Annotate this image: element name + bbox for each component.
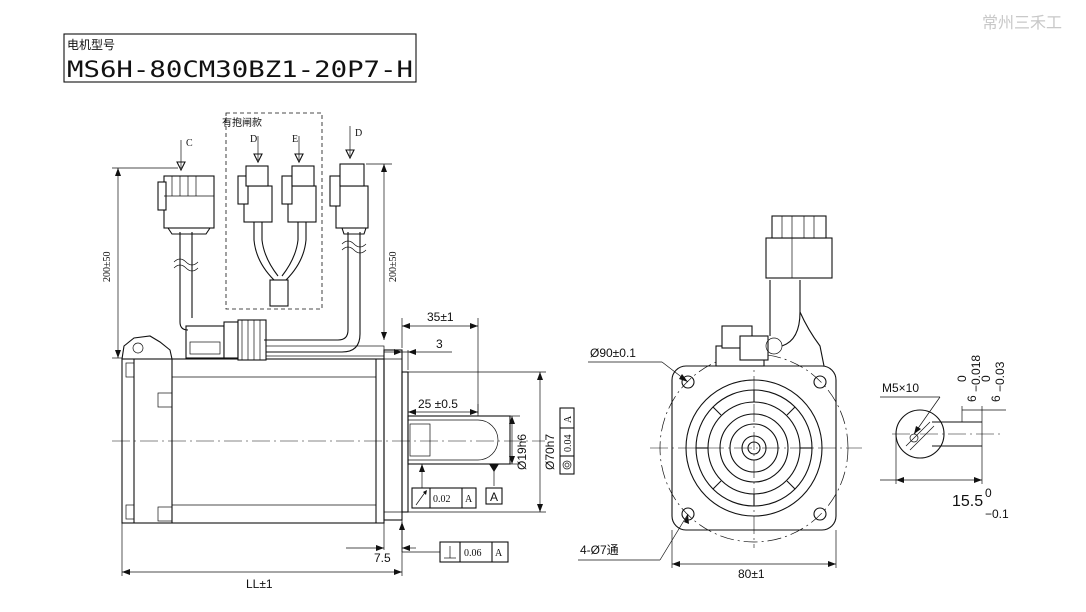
tol-concentricity-value: 0.04 (563, 435, 574, 453)
dim-cable-length-right (366, 163, 392, 340)
tol-runout-value: 0.02 (433, 494, 451, 505)
brake-connectors-drawing (237, 136, 317, 307)
dim-cable-length-left (112, 167, 178, 359)
dim-square-text: 80±1 (738, 567, 765, 581)
watermark-text: 常州三禾工 (982, 13, 1062, 32)
connector-c-drawing (157, 140, 215, 235)
dim-length-text: LL±1 (246, 577, 273, 591)
dim-key-width (961, 406, 1006, 446)
tol-concentricity-datum: A (563, 415, 574, 423)
tol-perpendicularity-frame (399, 522, 509, 563)
key-seat-tol-lower: −0.03 (993, 361, 1007, 392)
dim-holes-text: 4-Ø7通 (580, 543, 619, 557)
dim-spigot-diameter (408, 371, 546, 513)
dim-flange-to-shaft-text: 35±1 (427, 310, 454, 324)
dim-holes-leader (578, 513, 689, 561)
dim-flange-thickness-text: 7.5 (374, 551, 391, 565)
key-depth-base: 15.5 (952, 493, 983, 510)
datum-a-label: A (490, 490, 498, 504)
dim-spigot-length (384, 349, 452, 370)
front-view: Ø90±0.1 4-Ø7通 80±1 (578, 215, 862, 581)
dim-pcd-leader (588, 361, 689, 383)
cable-length-left-text: 200±50 (102, 252, 113, 283)
model-label: 电机型号 (67, 38, 115, 52)
key-seat-base: 6 (989, 395, 1003, 402)
key-width-tol-lower: −0.018 (969, 355, 983, 392)
dim-key-depth (880, 434, 983, 484)
dim-thread-leader (880, 396, 941, 435)
connector-d-label: D (355, 128, 362, 139)
connector-c-label: C (186, 138, 193, 149)
key-depth-tol-lower: −0.1 (985, 507, 1009, 521)
dim-flange-thickness (346, 522, 416, 551)
model-title-block: 电机型号 MS6H-80CM30BZ1-20P7-H (63, 33, 417, 83)
dim-key-length-text: 25 ±0.5 (418, 397, 458, 411)
key-width-base: 6 (965, 395, 979, 402)
tol-concentricity-frame (559, 407, 575, 475)
connector-d-drawing (329, 126, 369, 235)
dim-flange-to-shaft (401, 318, 479, 414)
datum-a-marker (485, 464, 503, 505)
key-width-tol-upper: 0 (955, 375, 969, 382)
cable-length-right-text: 200±50 (388, 252, 399, 283)
dim-shaft-diameter-text: Ø19h6 (515, 434, 529, 470)
key-seat-tol-upper: 0 (979, 375, 993, 382)
tol-perp-value: 0.06 (464, 548, 482, 559)
tol-perp-datum: A (495, 548, 503, 559)
dim-spigot-diameter-text: Ø70h7 (543, 434, 557, 470)
dim-key-length (407, 404, 479, 416)
connector-e-brake-label: E (292, 134, 298, 145)
dim-spigot-text: 3 (436, 337, 443, 351)
dim-total-length (121, 520, 403, 576)
dim-thread-text: M5×10 (882, 381, 919, 395)
dim-square (671, 530, 837, 568)
model-code: MS6H-80CM30BZ1-20P7-H (67, 58, 413, 83)
brake-group-label: 有抱闸款 (222, 116, 262, 129)
key-depth-tol-upper: 0 (985, 486, 992, 500)
shaft-end-view: M5×10 0 6 −0.018 0 6 −0.03 15.5 0 −0.1 (880, 355, 1009, 521)
tol-runout-datum: A (465, 494, 473, 505)
side-view: C 有抱闸款 D E (102, 112, 575, 591)
dim-pcd-text: Ø90±0.1 (590, 346, 636, 360)
tol-runout-frame (411, 464, 477, 509)
connector-d-brake-label: D (250, 134, 257, 145)
dim-shaft-diameter (509, 415, 520, 465)
